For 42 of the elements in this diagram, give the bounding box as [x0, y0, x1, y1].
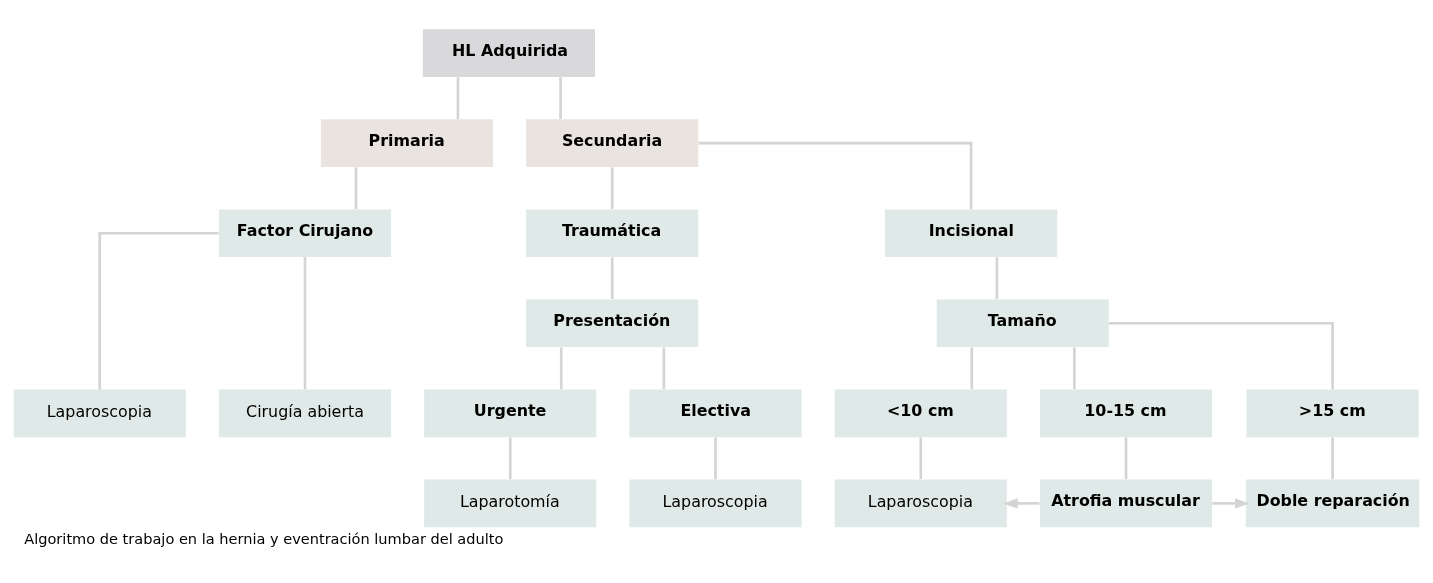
node-box: Presentación [526, 299, 699, 348]
arrow [1003, 498, 1040, 509]
node-box: Laparoscopia [834, 479, 1007, 528]
connector [1331, 437, 1334, 480]
connector [1124, 437, 1128, 480]
connector [919, 437, 923, 480]
node-box: Traumática [526, 209, 699, 258]
node-box: Laparoscopia [13, 389, 186, 438]
node-box: Doble reparación [1245, 479, 1420, 528]
node-box: Electiva [629, 389, 802, 438]
connector [559, 77, 562, 119]
node-box: Primaria [320, 119, 494, 167]
node-box: <10 cm [834, 389, 1007, 438]
connector [610, 257, 614, 300]
arrow [1212, 498, 1250, 509]
connector [559, 347, 563, 390]
connector [508, 437, 512, 480]
connector [662, 347, 666, 390]
node-box: Secundaria [526, 119, 699, 167]
connector [1073, 347, 1076, 390]
node-box: Laparoscopia [629, 479, 802, 528]
connector [995, 257, 999, 300]
connector [714, 437, 717, 480]
connector [698, 141, 973, 210]
node-box: HL Adquirida [422, 29, 595, 77]
connector [354, 167, 358, 210]
node-box: Incisional [885, 209, 1058, 258]
connector [303, 257, 307, 390]
connector [456, 77, 460, 119]
node-box: Atrofia muscular [1039, 479, 1213, 528]
node-box: Factor Cirujano [218, 209, 392, 258]
connector [1109, 321, 1334, 390]
node-box: >15 cm [1246, 389, 1419, 438]
node-box: 10-15 cm [1039, 389, 1213, 438]
connector [98, 231, 219, 390]
node-box: Tamaño [936, 299, 1109, 348]
connector [970, 347, 974, 390]
node-box: Laparotomía [424, 479, 597, 528]
caption: Algoritmo de trabajo en la hernia y eventración lumbar del adulto [24, 530, 504, 548]
connector [610, 167, 614, 210]
node-box: Cirugía abierta [218, 389, 392, 438]
node-box: Urgente [424, 389, 597, 438]
